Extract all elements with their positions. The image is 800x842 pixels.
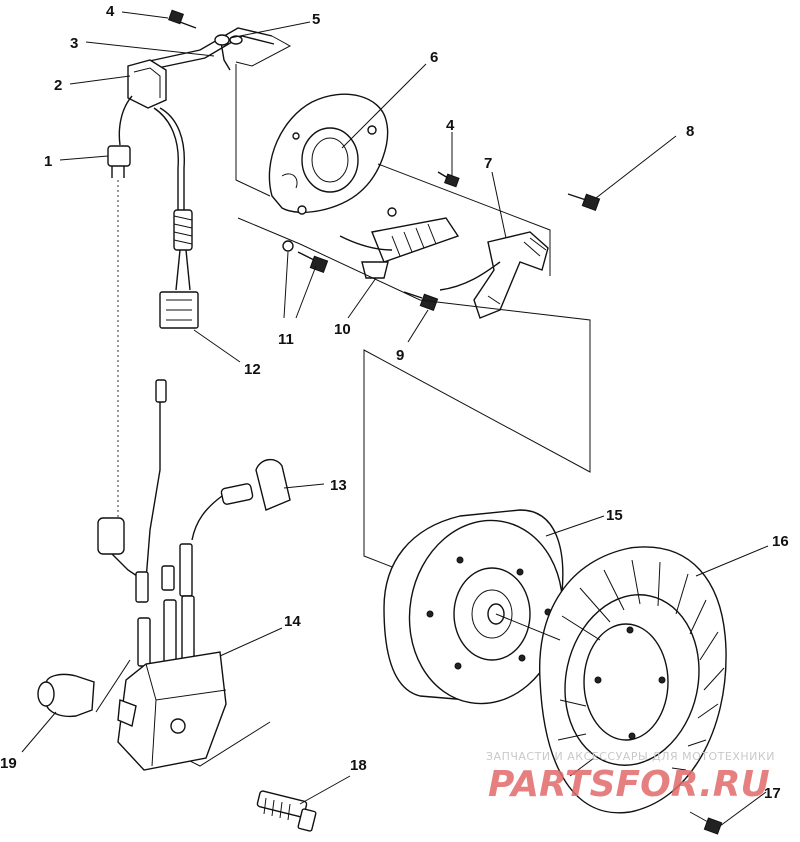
callout-9: 9 bbox=[396, 347, 404, 364]
mounting-bolt bbox=[256, 790, 317, 832]
callout-1: 1 bbox=[44, 153, 52, 170]
watermark: ЗАПЧАСТИ И АКСЕССУАРЫ ДЛЯ МОТОТЕХНИКИ PA… bbox=[486, 750, 775, 805]
callout-3: 3 bbox=[70, 35, 78, 52]
callout-4-top: 4 bbox=[106, 3, 115, 20]
callout-11: 11 bbox=[278, 331, 294, 348]
watermark-logo: PARTSFOR.RU bbox=[488, 764, 770, 805]
callout-15: 15 bbox=[606, 507, 623, 524]
alignment-lines bbox=[95, 35, 591, 767]
callout-13: 13 bbox=[330, 477, 347, 494]
screws bbox=[168, 9, 601, 312]
bullet-connector bbox=[107, 145, 131, 520]
mounting-bracket bbox=[127, 59, 167, 109]
ignition-wires bbox=[97, 379, 195, 667]
spark-plug-cap bbox=[191, 459, 291, 541]
callout-4-middle: 4 bbox=[446, 117, 455, 134]
fan-screw bbox=[689, 811, 723, 835]
cooling-fan bbox=[495, 546, 727, 814]
callout-5: 5 bbox=[312, 11, 320, 28]
callout-2: 2 bbox=[54, 77, 62, 94]
spacer-sleeve bbox=[37, 673, 95, 718]
callout-6: 6 bbox=[430, 49, 438, 66]
callout-19: 19 bbox=[0, 755, 17, 772]
ignition-coil bbox=[117, 651, 227, 771]
callout-16: 16 bbox=[772, 533, 789, 550]
wiring-harness bbox=[144, 27, 275, 71]
charging-coil bbox=[439, 231, 549, 319]
exciter-coil bbox=[339, 217, 460, 279]
callout-18: 18 bbox=[350, 757, 367, 774]
flywheel bbox=[383, 509, 564, 705]
callout-14: 14 bbox=[284, 613, 301, 630]
watermark-tagline: ЗАПЧАСТИ И АКСЕССУАРЫ ДЛЯ МОТОТЕХНИКИ bbox=[486, 750, 775, 763]
stator-lead-wires bbox=[118, 95, 199, 329]
leader-lines bbox=[21, 11, 769, 827]
callout-12: 12 bbox=[244, 361, 261, 378]
callout-8: 8 bbox=[686, 123, 694, 140]
callout-17: 17 bbox=[764, 785, 781, 802]
callout-labels: 1 2 3 4 4 5 6 7 8 9 10 11 12 13 14 15 16… bbox=[0, 3, 789, 802]
stator-plate bbox=[268, 93, 389, 215]
callout-7: 7 bbox=[484, 155, 492, 172]
callout-10: 10 bbox=[334, 321, 351, 338]
